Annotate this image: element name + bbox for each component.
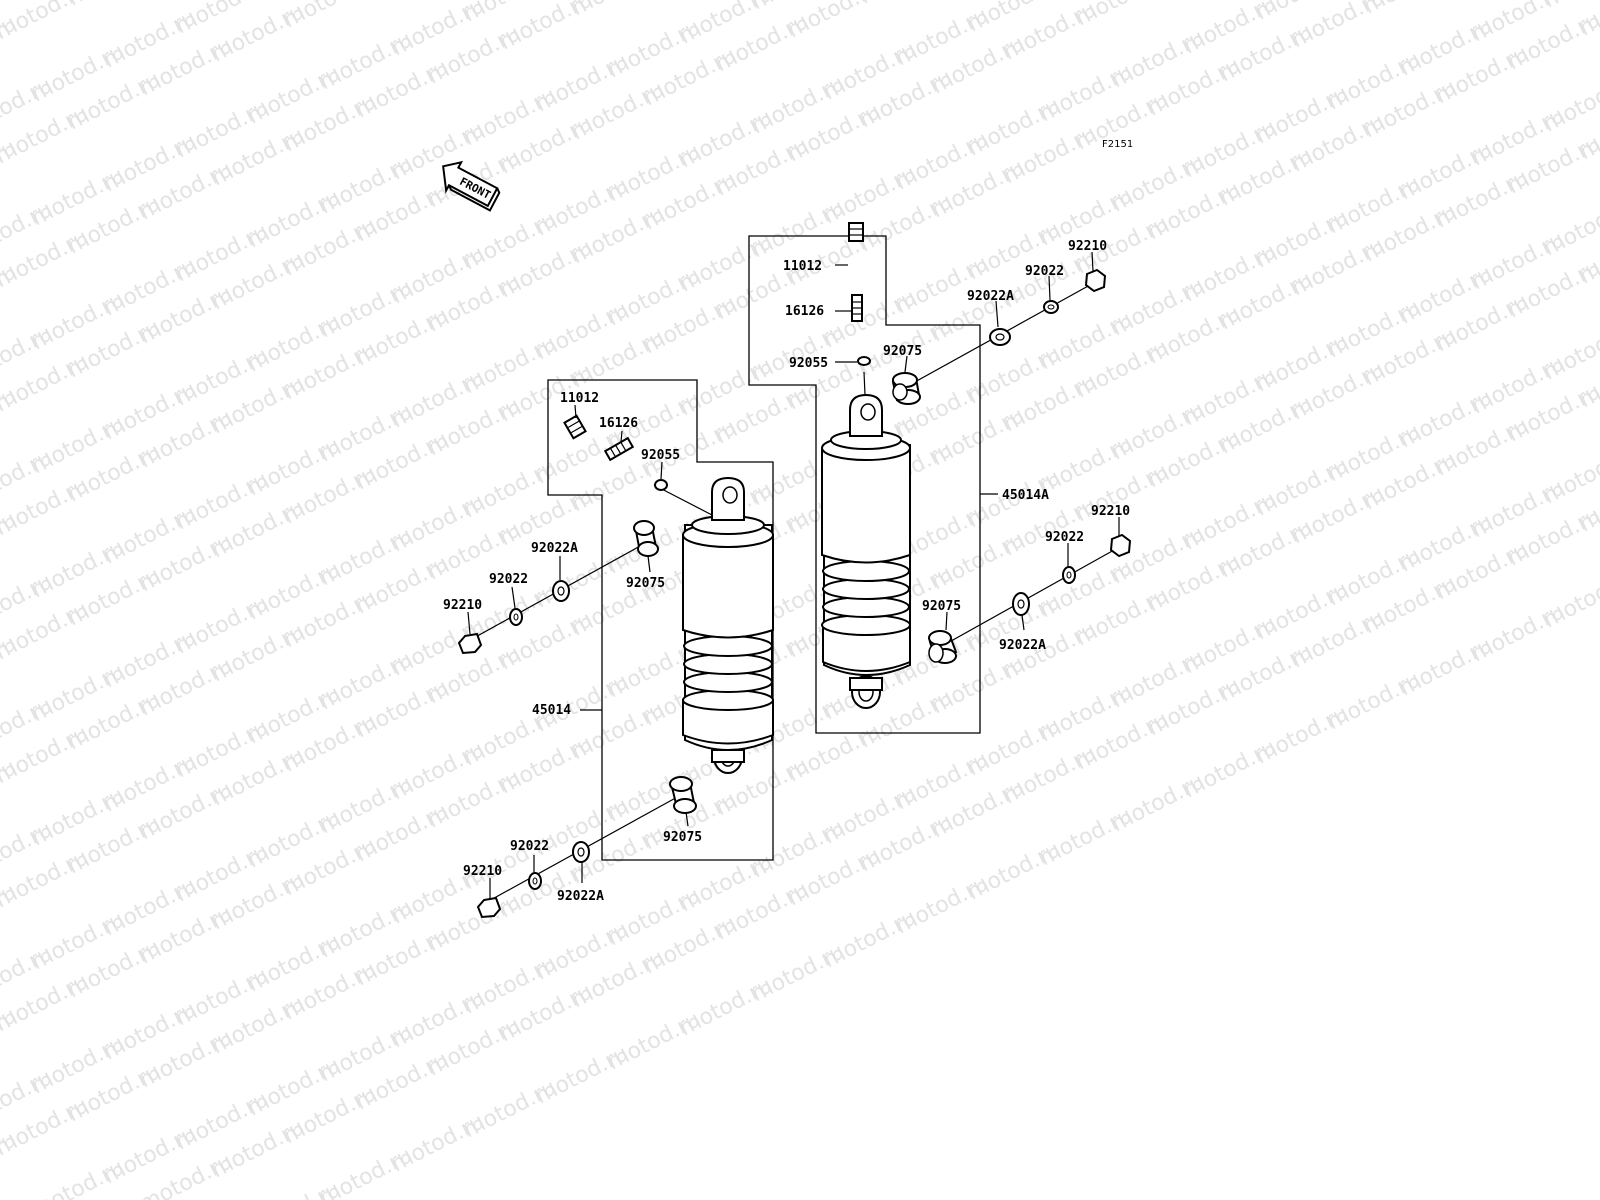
callout-92075: 92075	[663, 830, 702, 845]
watermark-text: motod.ru	[1539, 317, 1600, 385]
left-shock-assembly: 11012 16126 92055 92022A 92022 92210 920…	[443, 379, 774, 919]
assembly-label-45014: 45014	[532, 703, 571, 718]
left-valve-cap-11012	[563, 414, 587, 440]
right-o-ring-92055	[857, 356, 871, 366]
left-upper-nut-92210	[457, 632, 483, 655]
right-lower-nut-92210	[1109, 533, 1132, 558]
watermark-text: motod.ru	[279, 0, 380, 33]
callout-92210: 92210	[1091, 504, 1130, 519]
left-upper-collar-92075	[633, 520, 659, 557]
left-assembly-frame	[547, 379, 774, 861]
left-o-ring-92055	[654, 479, 668, 491]
callout-92075: 92075	[883, 344, 922, 359]
callout-92022: 92022	[1045, 530, 1084, 545]
right-shock-absorber	[821, 393, 911, 709]
watermark-text: motod.ru	[1359, 0, 1460, 19]
right-shock-assembly: 11012 16126 92055 92075 92022A 92022 922…	[748, 222, 1132, 734]
front-arrow-icon	[442, 160, 499, 208]
watermark-text: motod.ru	[1071, 0, 1172, 31]
callout-92022: 92022	[510, 839, 549, 854]
watermark-text: motod.ru	[1539, 441, 1600, 509]
right-upper-nut-92210	[1084, 268, 1107, 293]
callout-16126: 16126	[785, 304, 824, 319]
callout-92022A: 92022A	[557, 889, 604, 904]
callout-92022A: 92022A	[531, 541, 578, 556]
watermark-text: motod.ru	[1539, 69, 1600, 137]
assembly-label-45014A: 45014A	[1002, 488, 1049, 503]
right-upper-collar-92075	[891, 372, 921, 405]
callout-92022A: 92022A	[999, 638, 1046, 653]
callout-92210: 92210	[463, 864, 502, 879]
left-air-valve-16126	[603, 436, 635, 462]
left-lower-collar-92075	[669, 776, 697, 814]
callout-11012: 11012	[560, 391, 599, 406]
callout-92055: 92055	[789, 356, 828, 371]
watermark-text: motod.ru	[1539, 193, 1600, 261]
callout-92022: 92022	[489, 572, 528, 587]
left-shock-absorber	[682, 476, 774, 774]
right-lower-collar-92075	[928, 630, 958, 664]
callout-92075: 92075	[626, 576, 665, 591]
callout-92210: 92210	[1068, 239, 1107, 254]
watermark-text: motod.ru	[855, 0, 956, 9]
callout-92022: 92022	[1025, 264, 1064, 279]
callout-92055: 92055	[641, 448, 680, 463]
callout-11012: 11012	[783, 259, 822, 274]
left-lower-nut-92210	[476, 896, 502, 919]
callout-92210: 92210	[443, 598, 482, 613]
right-valve-cap-11012	[848, 222, 864, 242]
watermark-text: motod.ru	[1539, 565, 1600, 633]
figure-ref: F2151	[1102, 139, 1133, 150]
right-assembly-frame	[748, 235, 981, 734]
callout-16126: 16126	[599, 416, 638, 431]
right-air-valve-16126	[851, 294, 863, 322]
callout-92022A: 92022A	[967, 289, 1014, 304]
watermark-text: motod.ru	[567, 0, 668, 21]
watermark-text: motod.ru	[63, 0, 164, 11]
callout-92075: 92075	[922, 599, 961, 614]
